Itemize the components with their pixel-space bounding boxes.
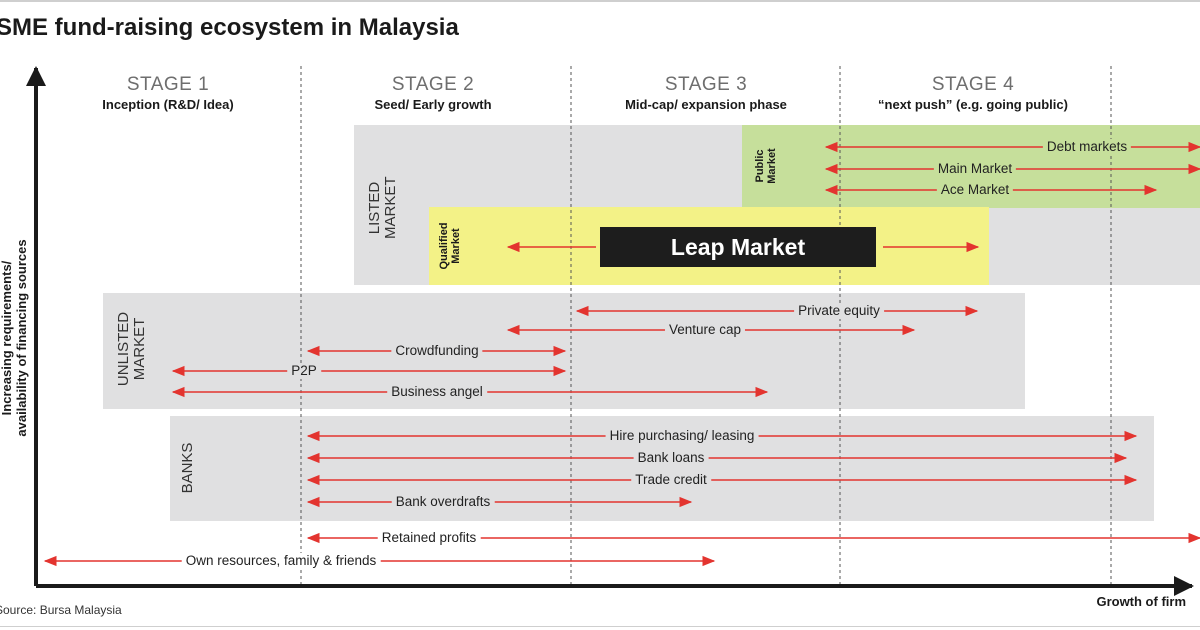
y-axis-label-line1: Increasing requirements/ [0,260,14,416]
stage-4-header: STAGE 4 “next push” (e.g. going public) [878,74,1068,114]
arrows [43,141,1200,567]
own-resources-label: Own resources, family & friends [181,553,381,569]
banks-label: BANKS [179,442,196,494]
leap-market-box: Leap Market [600,227,876,267]
y-axis-label: Increasing requirements/ availability of… [0,239,29,436]
x-axis-label: Growth of firm [1096,594,1186,609]
venture-cap-label: Venture cap [664,322,746,338]
business-angel-label: Business angel [387,384,487,400]
stage-3-name: STAGE 3 [664,74,748,95]
y-axis-label-line2: availability of financing sources [14,239,29,437]
stage-3-header: STAGE 3 Mid-cap/ expansion phase [625,74,787,114]
stage-2-desc: Seed/ Early growth [374,97,492,112]
listed-market-label: LISTED MARKET [366,176,399,239]
stage-3-desc: Mid-cap/ expansion phase [625,97,787,112]
trade-credit-label: Trade credit [631,472,711,488]
stage-4-desc: “next push” (e.g. going public) [878,97,1068,112]
ace-market-label: Ace Market [936,182,1014,198]
page-title: SME fund-raising ecosystem in Malaysia [0,14,459,41]
main-market-label: Main Market [933,161,1017,177]
bottom-rule [0,626,1200,627]
stage-2-header: STAGE 2 Seed/ Early growth [374,74,491,114]
hire-purchasing-label: Hire purchasing/ leasing [605,428,759,444]
private-equity-label: Private equity [794,303,884,319]
bank-overdrafts-label: Bank overdrafts [391,494,495,510]
debt-markets-label: Debt markets [1042,139,1132,155]
source-note: Source: Bursa Malaysia [0,603,122,617]
stage-4-name: STAGE 4 [931,74,1015,95]
public-market-label: Public Market [754,148,778,184]
bank-loans-label: Bank loans [633,450,709,466]
qualified-market-label: Qualified Market [438,222,462,270]
unlisted-market-label: UNLISTED MARKET [115,311,148,387]
stage-2-name: STAGE 2 [391,74,475,95]
p2p-label: P2P [287,363,321,379]
axes [26,66,1194,596]
stage-1-name: STAGE 1 [126,74,210,95]
crowdfunding-label: Crowdfunding [391,343,483,359]
stage-1-header: STAGE 1 Inception (R&D/ Idea) [102,74,233,114]
stage-1-desc: Inception (R&D/ Idea) [102,97,234,112]
top-rule [0,0,1200,2]
retained-profits-label: Retained profits [377,530,481,546]
